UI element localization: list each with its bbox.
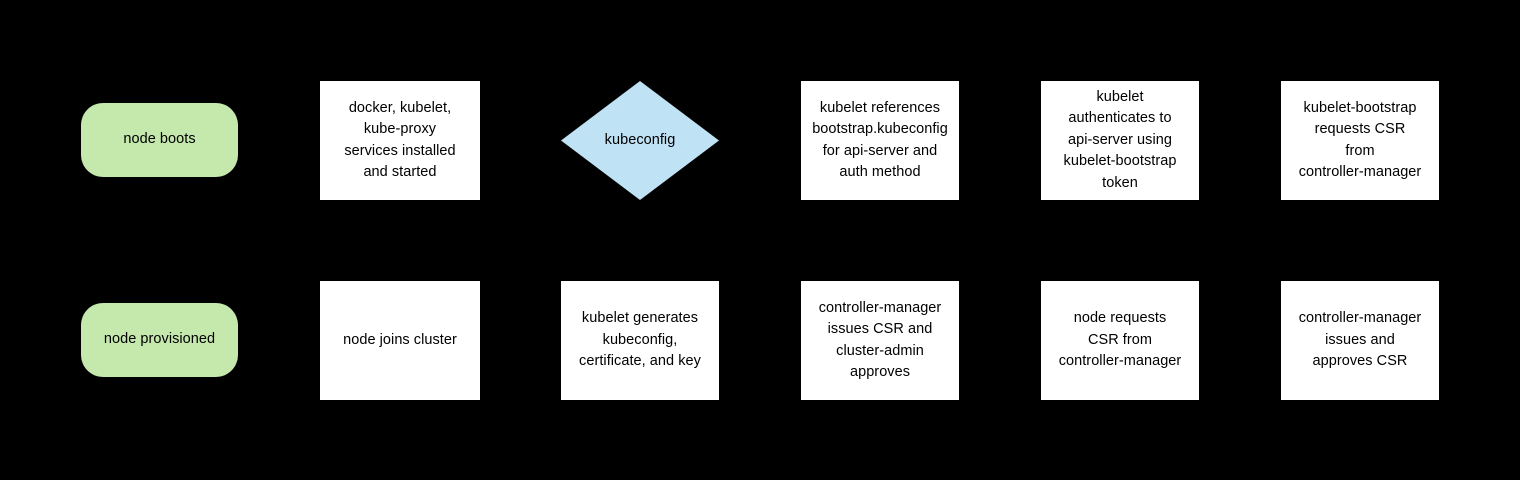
flowchart-node-controller-manager-issues-csr[interactable]: controller-manager issues CSR and cluste…: [801, 281, 959, 400]
flowchart-node-kubelet-references-bootstrap[interactable]: kubelet references bootstrap.kubeconfig …: [801, 81, 959, 200]
flowchart-node-label: node joins cluster: [343, 331, 457, 348]
flowchart-node-services-installed[interactable]: docker, kubelet, kube-proxy services ins…: [320, 81, 480, 200]
flowchart-node-label: kubelet-bootstrap requests CSR from cont…: [1298, 99, 1422, 181]
flowchart-node-label: kubelet generates kubeconfig, certificat…: [579, 310, 701, 370]
flowchart-node-label: kubelet authenticates to api-server usin…: [1063, 88, 1177, 191]
flowchart-node-node-provisioned[interactable]: node provisioned: [81, 303, 238, 377]
flowchart-node-label: controller-manager issues CSR and cluste…: [818, 299, 942, 381]
flowchart-node-node-boots[interactable]: node boots: [81, 103, 238, 177]
flowchart-node-label: docker, kubelet, kube-proxy services ins…: [344, 99, 456, 181]
flowchart-node-node-requests-csr[interactable]: node requests CSR from controller-manage…: [1041, 281, 1199, 400]
flowchart-node-label: node boots: [123, 131, 196, 148]
flowchart-node-label: node requests CSR from controller-manage…: [1058, 310, 1182, 370]
flowchart-node-label: kubelet references bootstrap.kubeconfig …: [812, 99, 948, 181]
flowchart-node-kubelet-bootstrap-requests-csr[interactable]: kubelet-bootstrap requests CSR from cont…: [1281, 81, 1439, 200]
flowchart-node-label: kubeconfig: [604, 131, 676, 148]
flowchart-node-label: controller-manager issues and approves C…: [1298, 310, 1422, 370]
flowchart-node-kubelet-authenticates[interactable]: kubelet authenticates to api-server usin…: [1041, 81, 1199, 200]
flowchart-node-controller-manager-issues-approves[interactable]: controller-manager issues and approves C…: [1281, 281, 1439, 400]
flowchart-node-label: node provisioned: [103, 331, 216, 348]
flowchart-node-kubeconfig-decision[interactable]: kubeconfig: [561, 81, 719, 200]
flowchart-node-node-joins-cluster[interactable]: node joins cluster: [320, 281, 480, 400]
flowchart-node-kubelet-generates-kubeconfig[interactable]: kubelet generates kubeconfig, certificat…: [561, 281, 719, 400]
